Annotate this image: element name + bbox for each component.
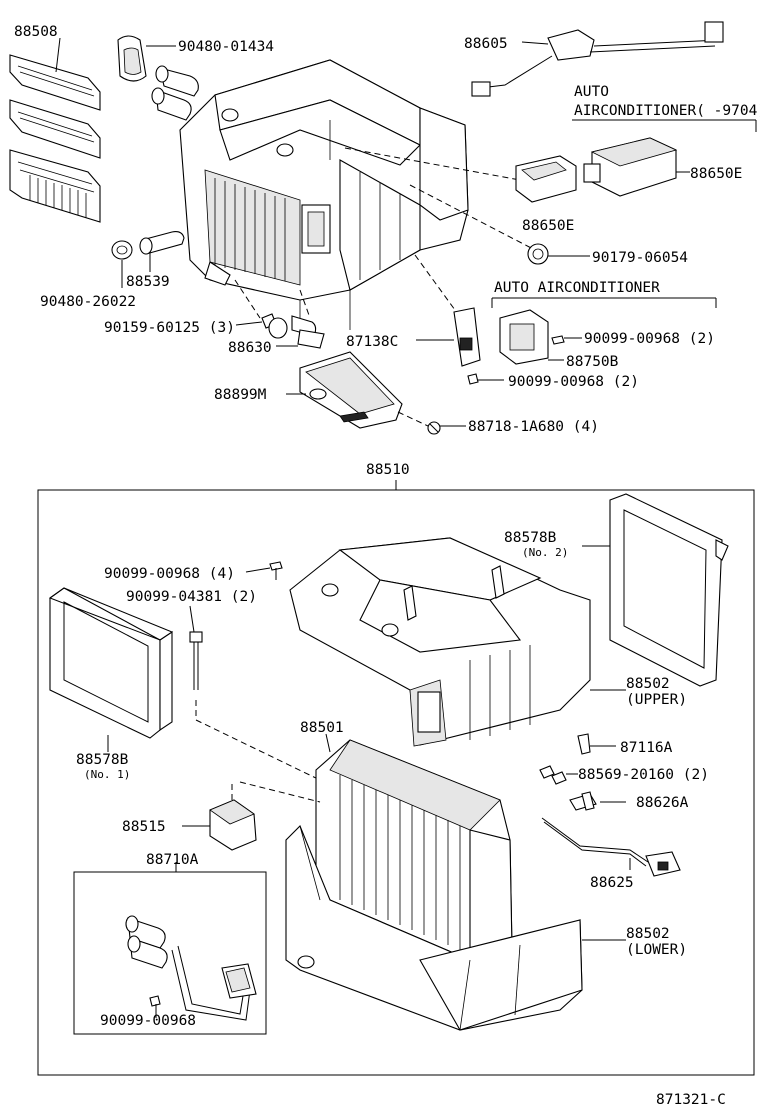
label-90099-00968-c: 90099-00968	[100, 1013, 196, 1029]
label-88630: 88630	[228, 340, 272, 356]
frame-88578B-no2	[609, 493, 729, 687]
component-88630	[268, 315, 325, 349]
label-88578B-no2-sub: (No. 2)	[522, 546, 568, 559]
valve-88515	[209, 799, 257, 851]
frame-88578B-no1	[48, 587, 174, 739]
label-87138C: 87138C	[346, 334, 398, 350]
case-88502-lower	[285, 825, 583, 1031]
label-88626A: 88626A	[636, 795, 689, 811]
label-88510: 88510	[366, 462, 410, 478]
screw-90099-00968-a	[551, 335, 565, 345]
auto-ac-old-bracket	[572, 119, 757, 132]
amplifier-88650E-right	[583, 137, 678, 197]
evaporator-fins	[339, 775, 461, 950]
screw-90099-00968-c	[149, 995, 161, 1018]
heater-unit-assembly	[179, 59, 469, 330]
label-87116A: 87116A	[620, 740, 673, 756]
heater-core-88710A-box	[73, 862, 267, 1035]
label-90480-26022: 90480-26022	[40, 294, 136, 310]
label-88710A: 88710A	[146, 852, 199, 868]
label-auto-ac-old: AUTO	[574, 84, 609, 100]
clip-88718-1A680	[427, 421, 441, 435]
label-88539: 88539	[126, 274, 170, 290]
label-auto-ac-old-line2: AIRCONDITIONER( -9704)	[574, 103, 760, 119]
case-88502-upper	[289, 537, 591, 747]
pipe-88539	[139, 231, 185, 255]
label-90179-06054: 90179-06054	[592, 250, 688, 266]
label-88508: 88508	[14, 24, 58, 40]
label-88578B-no2: 88578B	[504, 530, 557, 546]
label-88578B-no1: 88578B	[76, 752, 129, 768]
label-90099-00968-4: 90099-00968 (4)	[104, 566, 235, 582]
label-88502-upper-sub: (UPPER)	[626, 692, 687, 708]
label-88750B: 88750B	[566, 354, 619, 370]
label-90099-00968-b: 90099-00968 (2)	[508, 374, 639, 390]
grommet-90480-01434	[117, 35, 147, 82]
label-88650E-right: 88650E	[690, 166, 742, 182]
screw-90099-00968-4	[269, 561, 283, 580]
pipe-fittings	[151, 65, 199, 121]
component-88626A	[569, 791, 597, 811]
sensor-88605	[471, 21, 724, 97]
amplifier-88650E-mid	[515, 155, 577, 203]
label-88578B-no1-sub: (No. 1)	[84, 768, 130, 781]
component-87138C	[453, 307, 481, 367]
screw-90099-00968-b	[467, 373, 479, 385]
auto-ac-bracket	[491, 297, 717, 308]
bracket-87116A	[577, 733, 591, 755]
label-88502-lower-sub: (LOWER)	[626, 942, 687, 958]
figure-code: 871321-C	[656, 1092, 726, 1108]
label-88605: 88605	[464, 36, 508, 52]
bolt-90099-04381	[189, 631, 203, 690]
grommet-90480-26022	[111, 240, 133, 260]
labels-top: 88508 90480-01434 88605 AUTO AIRCONDITIO…	[14, 24, 760, 435]
air-filter-88508	[9, 54, 101, 223]
grommet-90179-06054	[527, 243, 549, 265]
label-88569-20160: 88569-20160 (2)	[578, 767, 709, 783]
label-88625: 88625	[590, 875, 634, 891]
core-fins-top	[214, 178, 286, 281]
component-88750B	[499, 309, 549, 365]
evaporator-88501	[315, 739, 513, 961]
labels-bottom: 88510 88578B (No. 2) 90099-00968 (4) 900…	[76, 462, 726, 1108]
label-auto-ac: AUTO AIRCONDITIONER	[494, 280, 660, 296]
sensor-88625	[541, 817, 681, 877]
assembly-88510-frame	[37, 480, 755, 1076]
label-88650E-mid: 88650E	[522, 218, 574, 234]
clip-88569-20160	[539, 765, 567, 785]
filter-fins	[29, 175, 87, 218]
duct-88899M	[299, 351, 403, 429]
label-88718-1A680: 88718-1A680 (4)	[468, 419, 599, 435]
label-90099-04381: 90099-04381 (2)	[126, 589, 257, 605]
label-88502-lower: 88502	[626, 926, 670, 942]
label-88515: 88515	[122, 819, 166, 835]
label-88899M: 88899M	[214, 387, 267, 403]
label-90099-00968-a: 90099-00968 (2)	[584, 331, 715, 347]
label-88501: 88501	[300, 720, 344, 736]
label-90480-01434: 90480-01434	[178, 39, 274, 55]
label-90159-60125: 90159-60125 (3)	[104, 320, 235, 336]
label-88502-upper: 88502	[626, 676, 670, 692]
